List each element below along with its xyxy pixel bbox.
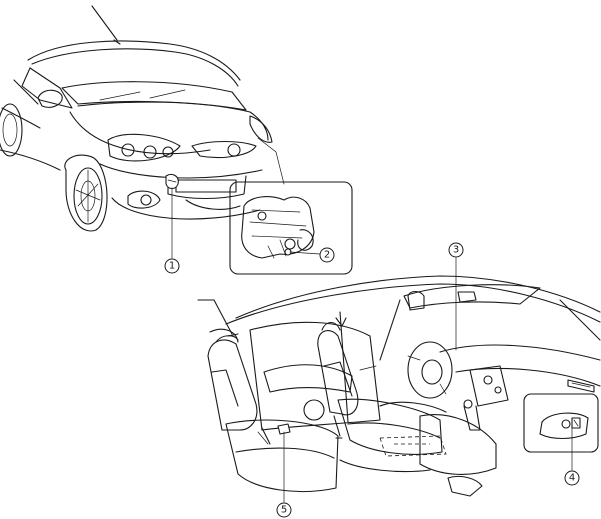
- callout-4: 4: [564, 470, 580, 486]
- callout-4-label: 4: [569, 473, 575, 484]
- engine-compartment-inset: [229, 181, 353, 275]
- interior-illustration: [197, 275, 601, 497]
- callout-5: 5: [276, 502, 292, 518]
- callout-3-label: 3: [453, 245, 459, 256]
- callout-1-label: 1: [169, 261, 175, 272]
- switch-detail-inset: [523, 393, 599, 453]
- exterior-car-illustration: [0, 5, 273, 232]
- callout-2-label: 2: [324, 250, 330, 261]
- callout-5-label: 5: [281, 505, 287, 516]
- callout-1: 1: [164, 258, 180, 274]
- callout-3: 3: [448, 242, 464, 258]
- callout-2: 2: [319, 247, 335, 263]
